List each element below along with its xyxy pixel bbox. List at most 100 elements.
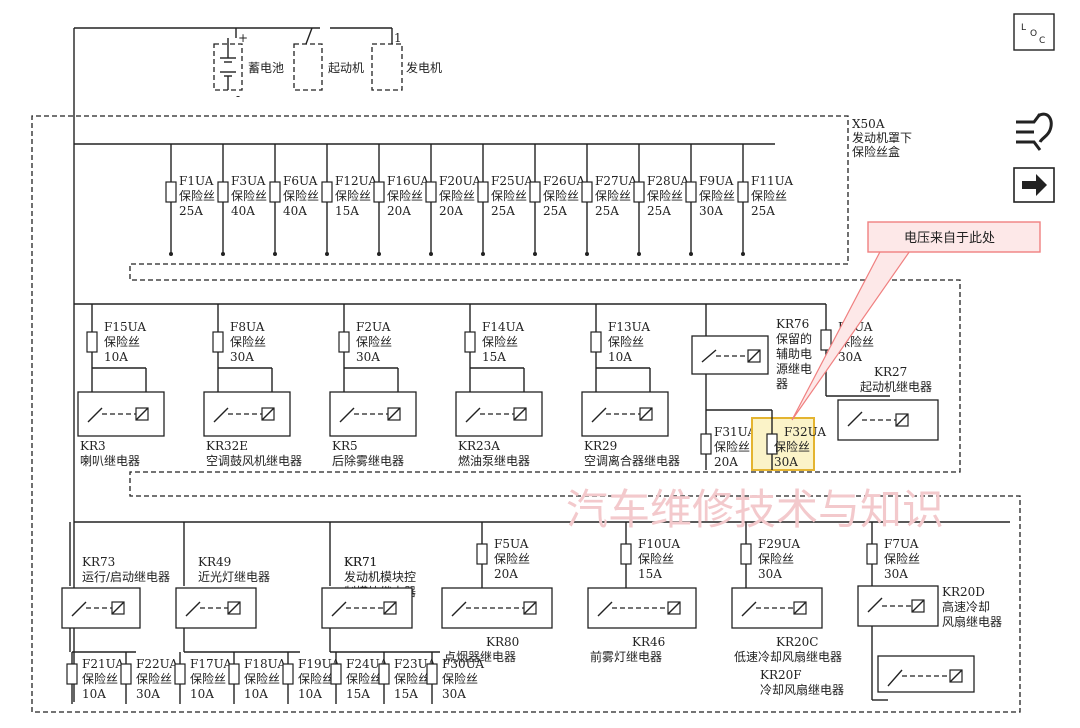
kr76-group: KR76 保留的 辅助电 源继电 器 F4UA 保险丝 30A KR27 起动机… (691, 304, 939, 471)
fuse-symbol (282, 663, 294, 685)
kr27-id: KR27 (874, 365, 907, 379)
fuse-id: F15UA (104, 320, 146, 334)
fuse-rating: 15A (346, 687, 370, 701)
kr27-name: 起动机继电器 (860, 380, 932, 394)
fuse-label: 保险丝 (608, 334, 644, 349)
relay-id: KR29 (584, 439, 617, 453)
relay-id: KR23A (458, 439, 500, 453)
fuse-id: F2UA (356, 320, 391, 334)
callout-text: 电压来自于此处 (904, 231, 995, 246)
relay-symbol (581, 391, 669, 437)
relay-name: 后除雾继电器 (332, 453, 404, 468)
fuse-rating: 25A (595, 204, 619, 218)
battery: + - 蓄电池 (213, 31, 284, 103)
relay-id: KR71 (344, 555, 377, 569)
fuse-label: 保险丝 (244, 671, 280, 686)
fuse-id: F20UA (439, 174, 481, 188)
battery-label: 蓄电池 (248, 61, 284, 75)
next-arrow-icon[interactable] (1013, 167, 1055, 203)
fuse-rating: 10A (608, 350, 632, 364)
fusebox-name-2: 保险丝盒 (852, 144, 900, 159)
location-code-icon[interactable]: L O C (1013, 13, 1055, 51)
f7ua-rating: 30A (884, 567, 908, 581)
fuse-label: 保险丝 (335, 188, 371, 203)
fuse-id: F27UA (595, 174, 637, 188)
fuse-id: F13UA (608, 320, 650, 334)
bottom-fuses: F21UA保险丝10AF22UA保险丝30AF17UA保险丝10AF18UA保险… (66, 651, 484, 704)
fuse-rating: 40A (283, 204, 307, 218)
fuse-id: F9UA (699, 174, 734, 188)
row1-fuses: F1UA保险丝25AF3UA保险丝40AF6UA保险丝40AF12UA保险丝15… (165, 144, 793, 256)
kr76-id: KR76 (776, 317, 809, 331)
fuse-symbol (425, 181, 437, 203)
fuse-symbol (590, 331, 602, 353)
relay-KR71: KR71KR71发动机模块控制模块继电器 (321, 522, 416, 652)
fusebox-outline: X50A 发动机罩下 保险丝盒 (31, 115, 1021, 713)
fuse-label: 保险丝 (751, 188, 787, 203)
relay-symbol (731, 587, 823, 629)
fuse-id: F24UA (346, 657, 388, 671)
fuse-symbol (330, 663, 342, 685)
relay-id: KR3 (80, 439, 106, 453)
fuse-symbol (269, 181, 281, 203)
relay-name: 低速冷却风扇继电器 (734, 649, 842, 664)
fuse-label: 保险丝 (82, 671, 118, 686)
fuse-label: 保险丝 (439, 188, 475, 203)
loc-l: L (1021, 23, 1026, 33)
kr76-name-1: 保留的 (776, 331, 812, 346)
fuse-label: 保险丝 (283, 188, 319, 203)
relay-symbol (203, 391, 291, 437)
f32ua-rating: 30A (774, 455, 798, 469)
kr20d-name-2: 风扇继电器 (942, 614, 1002, 629)
fuse-symbol (740, 543, 752, 565)
relay-id: KR46 (632, 635, 665, 649)
fuse-label: 保险丝 (758, 551, 794, 566)
kr76-name-2: 辅助电 (776, 347, 812, 361)
fuse-symbol (217, 181, 229, 203)
fuse-label: 保险丝 (104, 334, 140, 349)
watermark: 汽车维修技术与知识 (566, 485, 944, 534)
fuse-rating: 25A (491, 204, 515, 218)
f32ua-highlight (751, 417, 815, 471)
generator-label: 发电机 (406, 60, 442, 75)
relay-id: KR71 (344, 555, 377, 569)
relay-name: 近光灯继电器 (198, 570, 270, 584)
fuse-rating: 15A (335, 204, 359, 218)
fuse-id: F30UA (442, 657, 484, 671)
kr20f-id: KR20F (760, 668, 802, 682)
fuse-id: F21UA (82, 657, 124, 671)
fuse-symbol (86, 331, 98, 353)
relay-symbol (77, 391, 165, 437)
fuse-symbol (685, 181, 697, 203)
fuse-id: F12UA (335, 174, 377, 188)
fuse-label: 保险丝 (346, 671, 382, 686)
fuse-rating: 30A (699, 204, 723, 218)
row3-relays: KR73运行/启动继电器KR49近光灯继电器KR71KR71发动机模块控制模块继… (61, 522, 416, 652)
fuse-id: F5UA (494, 537, 529, 551)
fuse-symbol (212, 331, 224, 353)
fuse-rating: 15A (638, 567, 662, 581)
relay-name: 喇叭继电器 (80, 453, 140, 468)
relay-symbol (329, 391, 417, 437)
connector-view-icon[interactable] (1016, 112, 1053, 151)
kr76-name-3: 源继电 (776, 362, 812, 376)
loc-c: C (1039, 36, 1045, 46)
fuse-label: 保险丝 (356, 334, 392, 349)
fuse-id: F22UA (136, 657, 178, 671)
fuse-symbol (426, 663, 438, 685)
fuse-rating: 10A (298, 687, 322, 701)
fuse-label: 保险丝 (494, 551, 530, 566)
